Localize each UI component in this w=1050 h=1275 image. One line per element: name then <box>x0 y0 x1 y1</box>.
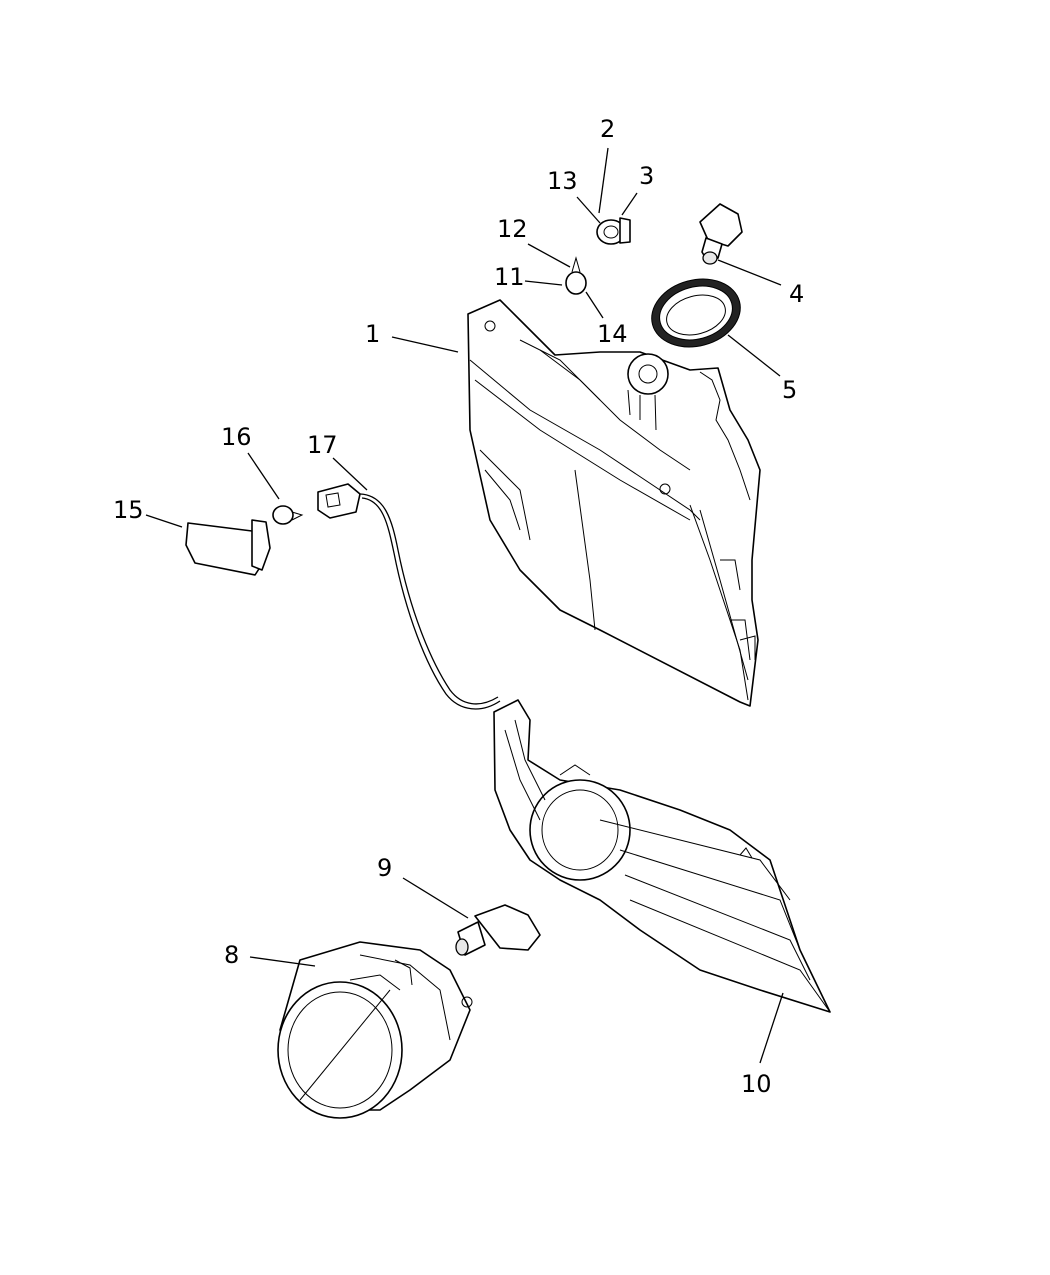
small-bulb <box>565 256 587 295</box>
callout-14: 14 <box>597 320 628 348</box>
callout-9: 9 <box>377 854 392 882</box>
callout-16: 16 <box>221 423 252 451</box>
callout-1: 1 <box>365 320 380 348</box>
headlamp-assembly <box>467 299 761 707</box>
callout-4: 4 <box>789 280 804 308</box>
side-marker-bulb <box>272 505 304 525</box>
callout-3: 3 <box>639 162 654 190</box>
callouts: 1 2 3 4 5 8 9 10 11 12 13 14 15 16 17 <box>113 115 804 1098</box>
callout-11: 11 <box>494 263 525 291</box>
fog-lamp-bezel <box>493 699 831 1013</box>
callout-15: 15 <box>113 496 144 524</box>
callout-2: 2 <box>600 115 615 143</box>
side-marker-lamp <box>185 519 271 576</box>
leader-lines <box>145 147 784 1064</box>
callout-10: 10 <box>741 1070 772 1098</box>
callout-13: 13 <box>547 167 578 195</box>
headlamp-bulb <box>699 203 743 265</box>
fog-lamp <box>277 941 473 1119</box>
wiring-harness <box>317 483 501 710</box>
callout-8: 8 <box>224 941 239 969</box>
fog-lamp-bulb <box>455 904 541 956</box>
callout-12: 12 <box>497 215 528 243</box>
bulb-socket <box>596 217 631 245</box>
seal-ring <box>651 278 741 348</box>
callout-17: 17 <box>307 431 338 459</box>
callout-5: 5 <box>782 376 797 404</box>
